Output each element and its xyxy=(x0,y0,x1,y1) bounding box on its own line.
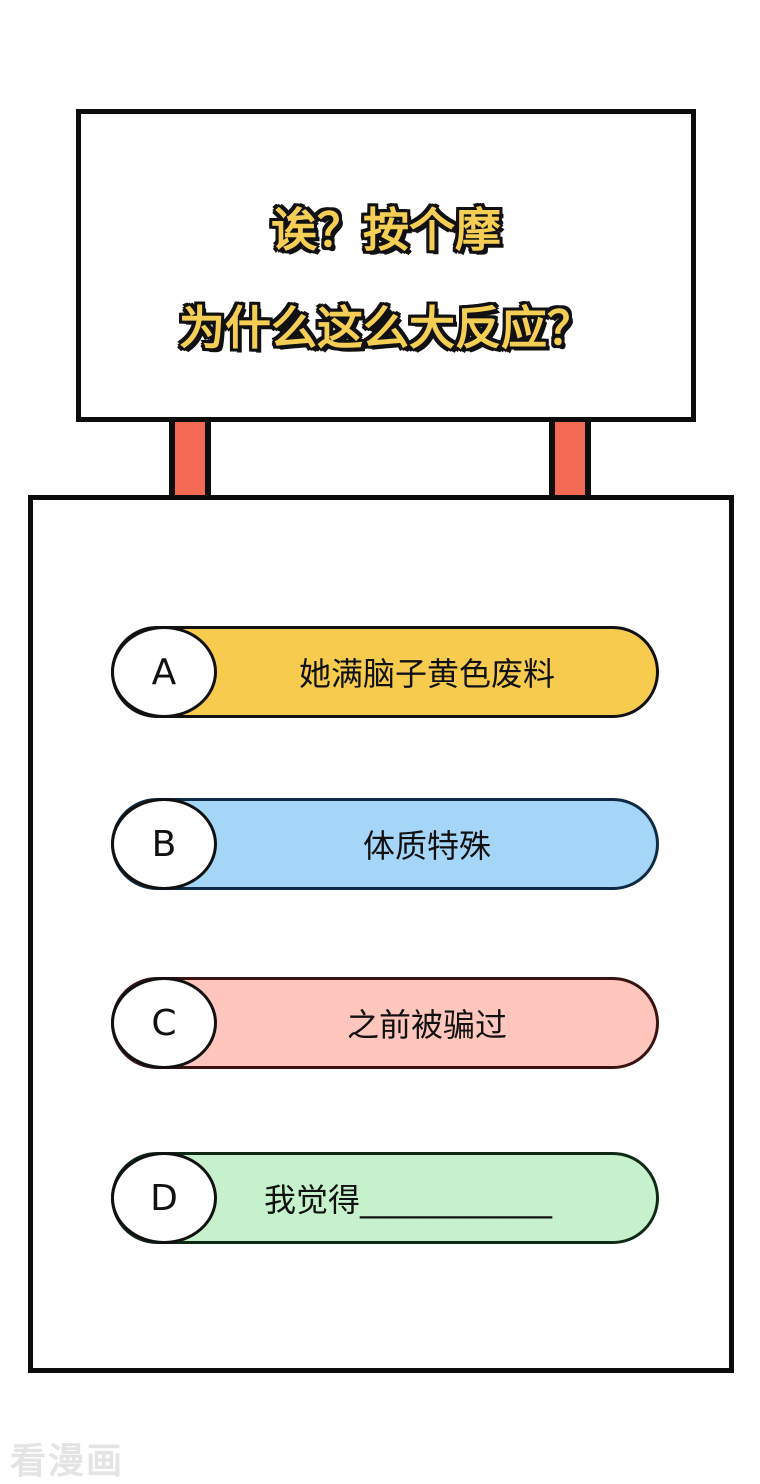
option-c-text: 之前被骗过 xyxy=(346,1006,507,1044)
question-title-line2: 为什么这么大反应？ xyxy=(179,301,593,355)
option-d-letter: D xyxy=(111,1152,217,1244)
option-c-button[interactable]: C 之前被骗过 xyxy=(111,977,659,1069)
option-b-button[interactable]: B 体质特殊 xyxy=(111,798,659,890)
watermark-logo: 看漫画 xyxy=(10,1441,125,1482)
option-c-letter: C xyxy=(111,977,217,1069)
option-d-text: 我觉得____________ xyxy=(264,1181,553,1219)
option-b-text: 体质特殊 xyxy=(362,827,491,865)
option-a-letter: A xyxy=(111,626,217,718)
answer-board: A 她满脑子黄色废料 B 体质特殊 C 之前被骗过 D 我觉得_________… xyxy=(28,495,734,1373)
sign-post-left xyxy=(169,418,211,500)
question-sign: 诶？按个摩 为什么这么大反应？ xyxy=(76,109,696,422)
option-b-letter: B xyxy=(111,798,217,890)
option-a-text: 她满脑子黄色废料 xyxy=(298,655,555,693)
question-title-line1: 诶？按个摩 xyxy=(271,203,501,257)
option-a-button[interactable]: A 她满脑子黄色废料 xyxy=(111,626,659,718)
sign-post-right xyxy=(549,418,591,500)
option-d-button[interactable]: D 我觉得____________ xyxy=(111,1152,659,1244)
